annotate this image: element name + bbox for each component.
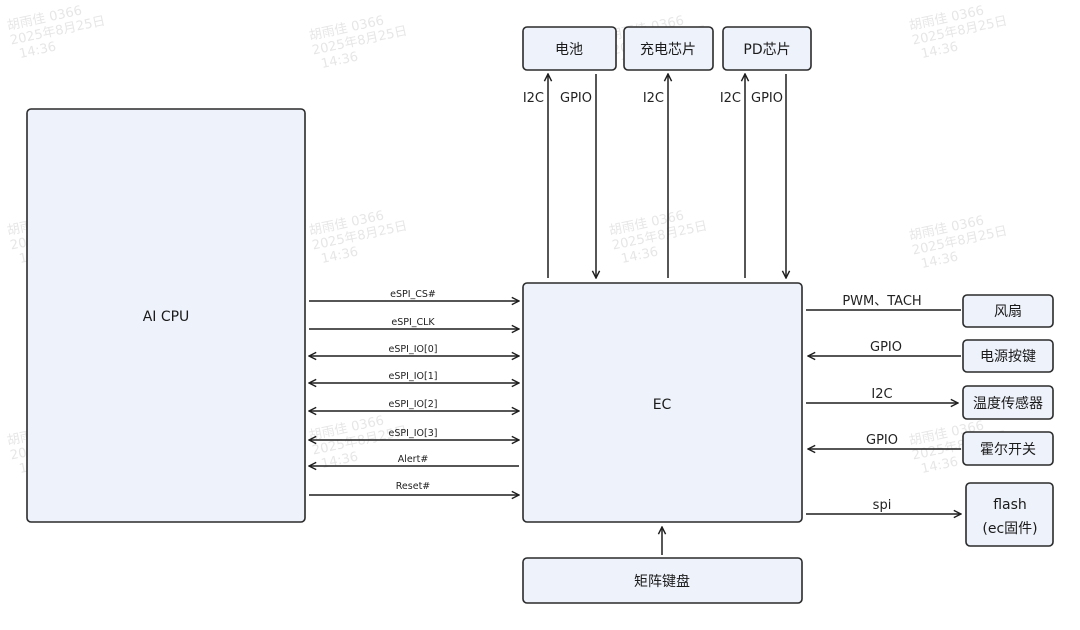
espi-io3-label: eSPI_IO[3] <box>389 428 438 439</box>
pd-i2c-label: I2C <box>720 91 741 106</box>
ec-label: EC <box>653 397 672 413</box>
temp-sensor-label: 温度传感器 <box>973 395 1043 412</box>
espi-io1-label: eSPI_IO[1] <box>389 371 438 382</box>
charger-chip-label: 充电芯片 <box>640 42 696 58</box>
charger-chip-block <box>623 26 714 71</box>
battery-i2c-label: I2C <box>523 91 544 106</box>
power-button-block <box>962 339 1054 373</box>
espi-io2-label: eSPI_IO[2] <box>389 399 438 410</box>
hall-switch-block <box>962 431 1054 466</box>
fan-link-label: PWM、TACH <box>842 294 921 309</box>
watermark-8: 胡雨佳 0366 2025年8月25日 14:36 <box>908 213 1009 272</box>
watermark-7: 胡雨佳 0366 2025年8月25日 14:36 <box>608 208 709 267</box>
flash-label: flash <box>993 497 1027 513</box>
flash-link-label: spi <box>873 498 892 513</box>
espi-io0-label: eSPI_IO[0] <box>389 344 438 355</box>
temp-sensor-link-label: I2C <box>871 387 892 402</box>
pd-chip-block <box>722 26 812 71</box>
reset-label: Reset# <box>396 481 431 492</box>
power-button-label: 电源按键 <box>980 349 1036 365</box>
pd-gpio-label: GPIO <box>751 91 783 106</box>
ai-cpu-block <box>26 108 306 523</box>
fan-label: 风扇 <box>994 304 1022 320</box>
espi-bus: eSPI_CS# eSPI_CLK eSPI_IO[0] eSPI_IO[1] … <box>309 289 519 495</box>
watermark-4: 胡雨佳 0366 2025年8月25日 14:36 <box>908 3 1009 62</box>
matrix-keyboard-label: 矩阵键盘 <box>634 573 690 590</box>
flash-block <box>965 482 1054 547</box>
top-links: I2C GPIO I2C I2C GPIO <box>523 74 786 278</box>
alert-label: Alert# <box>398 454 429 465</box>
watermark-1: 胡雨佳 0366 2025年8月25日 14:36 <box>6 3 107 62</box>
watermark-10: 胡雨佳 0366 2025年8月25日 14:36 <box>308 413 409 472</box>
temp-sensor-block <box>962 385 1054 420</box>
flash-sublabel: (ec固件) <box>982 521 1037 537</box>
power-button-link-label: GPIO <box>870 340 902 355</box>
pd-chip-label: PD芯片 <box>743 42 790 58</box>
battery-label: 电池 <box>555 42 583 58</box>
charger-i2c-label: I2C <box>643 91 664 106</box>
watermark-2: 胡雨佳 0366 2025年8月25日 14:36 <box>308 13 409 72</box>
espi-cs-label: eSPI_CS# <box>390 289 436 300</box>
espi-clk-label: eSPI_CLK <box>391 317 435 328</box>
battery-block <box>522 26 617 71</box>
fan-block <box>962 294 1054 328</box>
watermark-6: 胡雨佳 0366 2025年8月25日 14:36 <box>308 208 409 267</box>
matrix-keyboard-block <box>522 557 803 604</box>
hall-switch-link-label: GPIO <box>866 433 898 448</box>
ai-cpu-label: AI CPU <box>143 309 190 325</box>
right-links: PWM、TACH GPIO I2C GPIO spi <box>806 294 961 514</box>
hall-switch-label: 霍尔开关 <box>980 442 1036 458</box>
battery-gpio-label: GPIO <box>560 91 592 106</box>
ec-block <box>522 282 803 523</box>
